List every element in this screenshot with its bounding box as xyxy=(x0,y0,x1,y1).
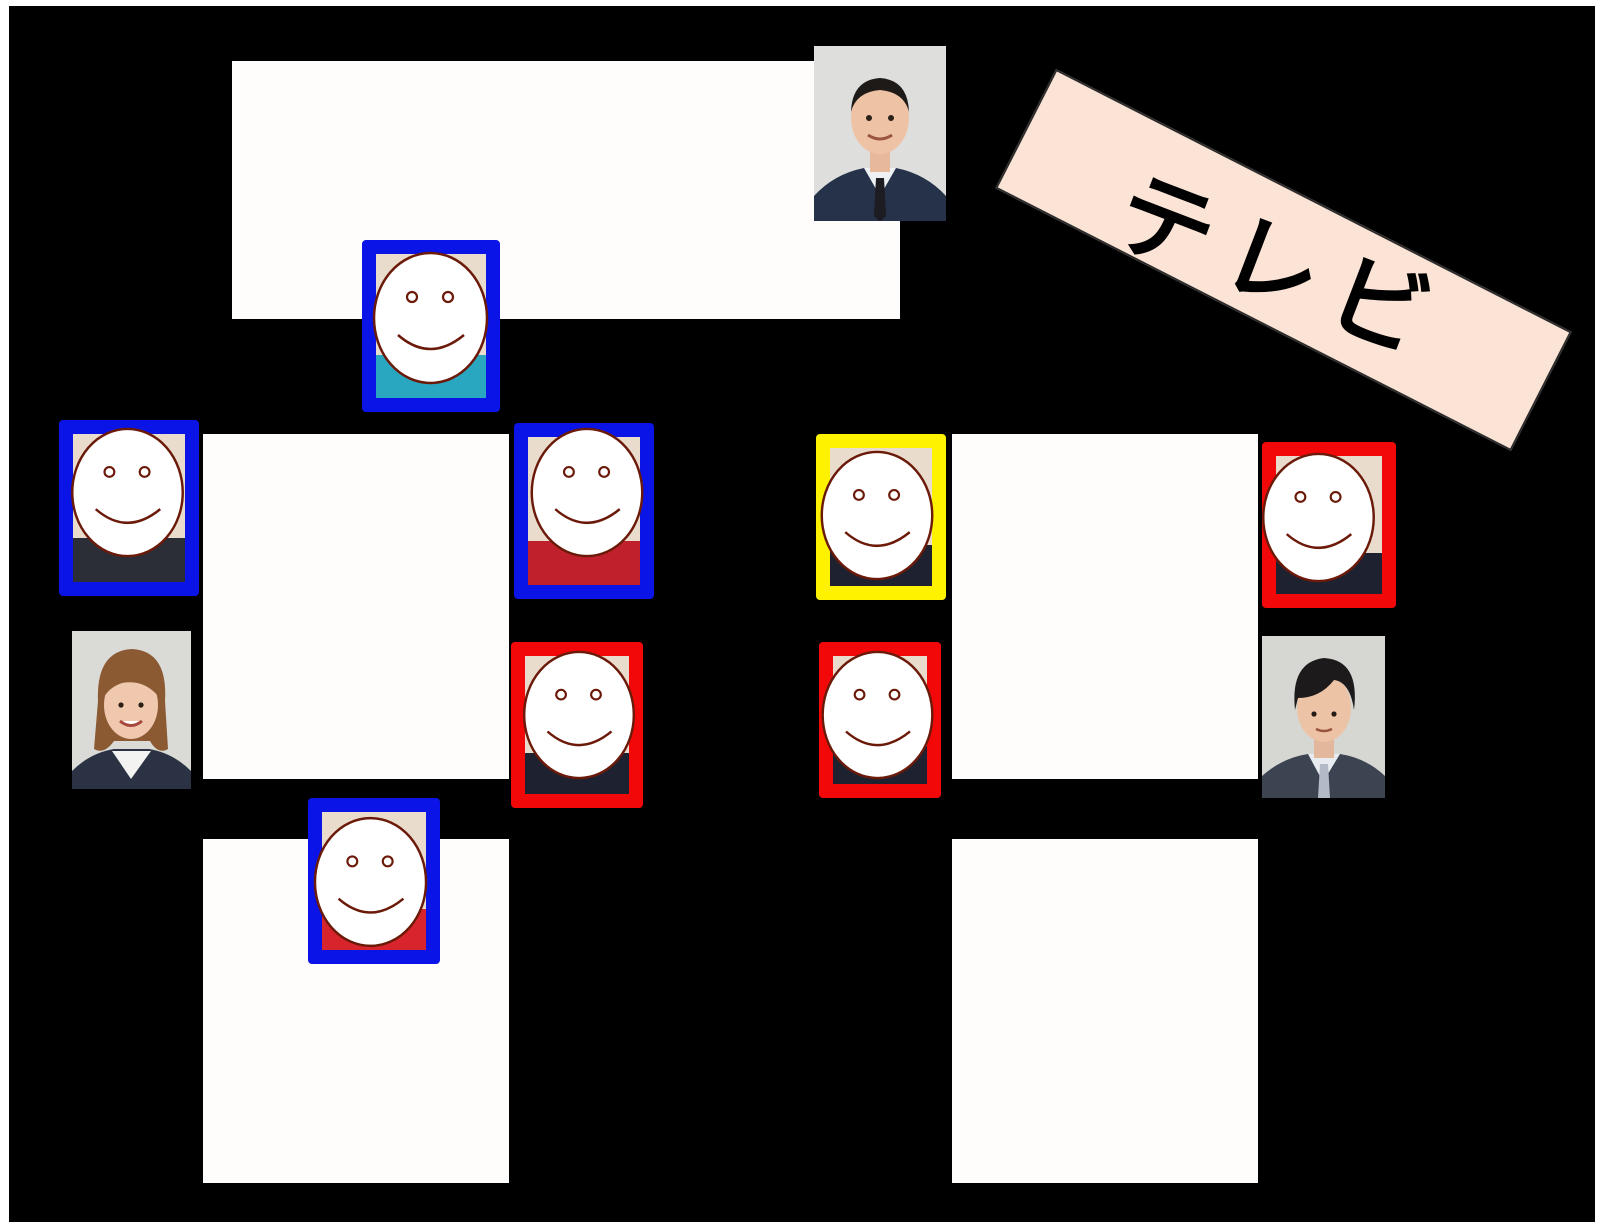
smiley-face-icon xyxy=(71,427,184,558)
right-lower-desk xyxy=(952,839,1258,1183)
smiley-face-icon xyxy=(1262,452,1375,583)
smiley-face-icon xyxy=(530,427,644,558)
tv-label: テレビ xyxy=(1100,154,1461,382)
man-in-suit-photo xyxy=(814,46,946,221)
smiley-face-icon xyxy=(522,650,636,780)
left-upper-desk xyxy=(203,434,509,779)
smiley-face-icon xyxy=(821,650,934,780)
seating-chart-canvas: テレビ xyxy=(9,6,1595,1222)
smiley-face-icon xyxy=(372,251,489,385)
smiley-face-icon xyxy=(820,450,934,581)
right-upper-desk xyxy=(952,434,1258,779)
young-man-photo xyxy=(1262,636,1385,798)
tv-sign: テレビ xyxy=(995,68,1572,452)
front-desk xyxy=(232,61,900,319)
smiley-face-icon xyxy=(313,816,428,948)
woman-photo xyxy=(72,631,191,789)
